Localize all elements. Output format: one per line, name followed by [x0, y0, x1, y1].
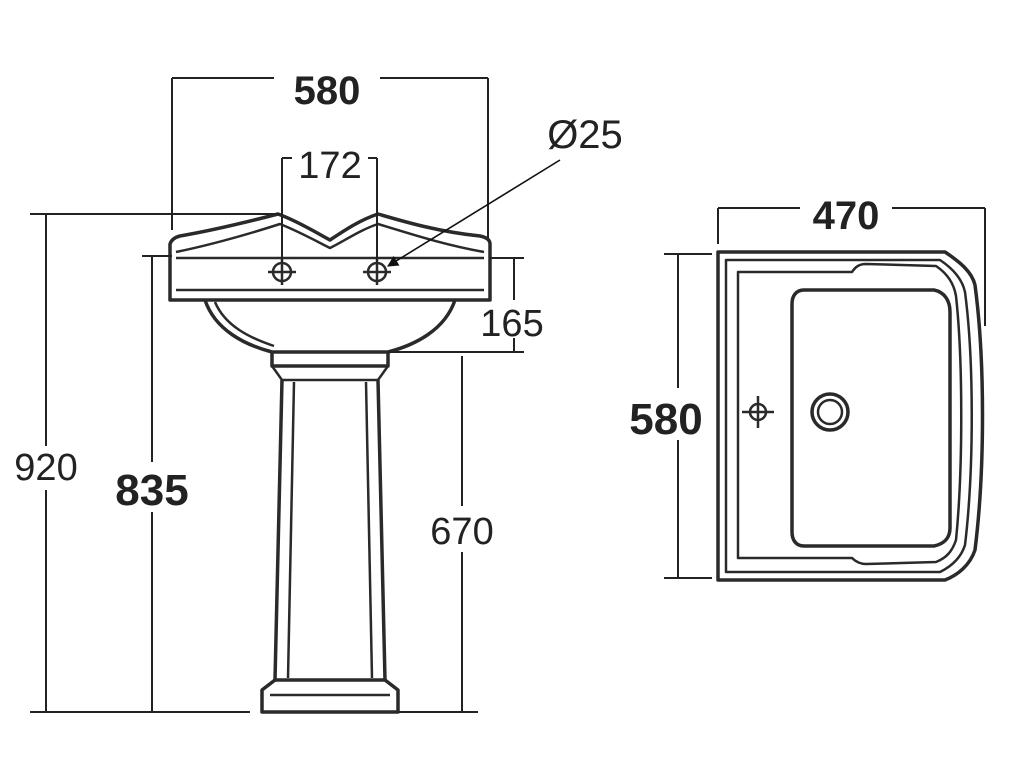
- basin-rim-inner: [175, 222, 485, 254]
- plan-outer-outline: [716, 250, 985, 582]
- pedestal-flute-right: [364, 381, 374, 679]
- tap-hole-left: [268, 259, 296, 285]
- pedestal-column: [273, 379, 387, 682]
- pedestal-neck: [270, 365, 390, 382]
- dim-basin-depth-label: 165: [480, 303, 543, 345]
- basin-bowl: [203, 299, 457, 354]
- plan-view: 470 580: [629, 194, 986, 582]
- dim-overall-width-label: 580: [294, 69, 361, 113]
- dim-basin-depth: 165: [388, 257, 544, 353]
- plan-rim-line: [724, 258, 973, 574]
- dim-plan-width-label: 580: [629, 395, 702, 444]
- dim-tap-spacing: 172: [281, 145, 378, 262]
- basin-rim-outline: [168, 212, 492, 302]
- plan-inner-rim: [736, 262, 963, 566]
- basin-bowl-inner: [213, 301, 275, 348]
- dim-overall-height-label: 920: [14, 447, 77, 489]
- dim-plan-width: 580: [629, 253, 712, 579]
- plan-bowl: [790, 288, 952, 548]
- dim-rim-height: 835: [115, 255, 189, 712]
- pedestal-collar: [270, 352, 390, 368]
- pedestal-flute-left: [286, 381, 296, 679]
- dim-overall-width: 580: [171, 69, 489, 238]
- dim-pedestal-height-label: 670: [430, 511, 493, 553]
- plan-tap-hole: [742, 396, 774, 428]
- dim-tap-spacing-label: 172: [298, 145, 361, 187]
- plan-drain: [810, 392, 850, 432]
- dim-pedestal-height: 670: [398, 356, 494, 713]
- dim-rim-height-label: 835: [115, 466, 188, 515]
- dim-plan-depth-label: 470: [813, 194, 880, 238]
- dim-overall-height: 920: [14, 213, 280, 713]
- tap-hole-right: [363, 259, 391, 285]
- pedestal-base: [260, 678, 400, 714]
- dim-tap-diameter: Ø25: [387, 113, 623, 267]
- front-elevation: 580 172 Ø25 920 835: [14, 69, 623, 714]
- dim-plan-depth: 470: [717, 194, 986, 326]
- dim-tap-diameter-label: Ø25: [547, 113, 623, 157]
